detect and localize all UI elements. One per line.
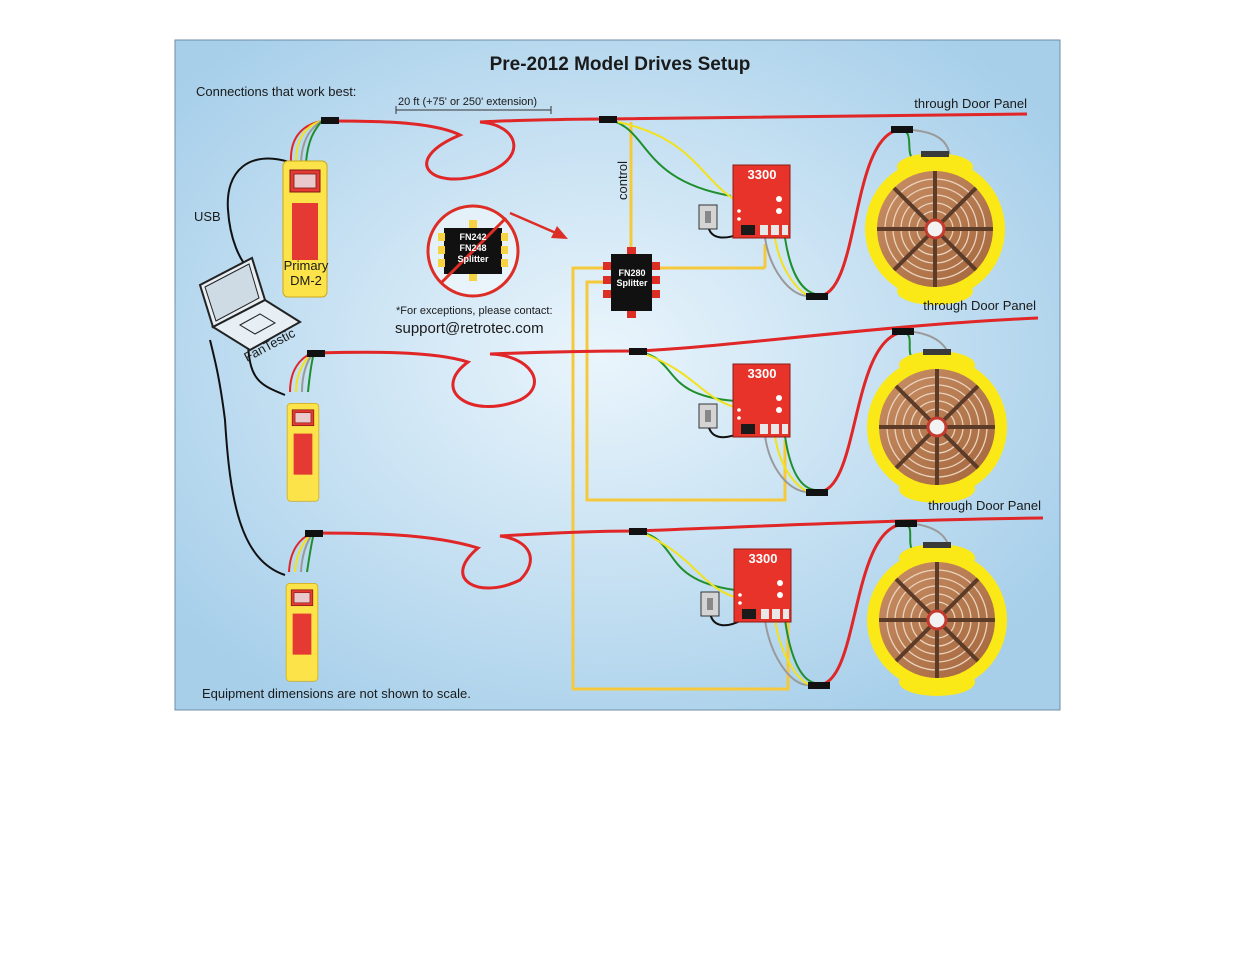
diagram-title: Pre-2012 Model Drives Setup — [490, 54, 751, 75]
exceptions-note: *For exceptions, please contact: — [396, 305, 553, 317]
board-label-3: 3300 — [749, 551, 778, 566]
door-panel-label-3: through Door Panel — [928, 498, 1041, 513]
board-label-2: 3300 — [748, 366, 777, 381]
door-panel-label-1: through Door Panel — [914, 96, 1027, 111]
footnote: Equipment dimensions are not shown to sc… — [202, 686, 471, 701]
old-splitter-line-1: FN242 — [459, 232, 486, 242]
primary-label: Primary — [284, 258, 329, 273]
fn280-splitter — [603, 247, 660, 318]
arrow-icon — [509, 211, 568, 239]
door-panel-label-2: through Door Panel — [923, 298, 1036, 313]
old-splitter-line-2: FN248 — [459, 243, 486, 253]
usb-label: USB — [194, 209, 221, 224]
dm2-gauge-2 — [286, 403, 320, 502]
extension-label: 20 ft (+75' or 250' extension) — [398, 96, 537, 108]
connections-label: Connections that work best: — [196, 84, 356, 99]
power-plug-icon-3 — [700, 591, 720, 617]
power-plug-icon-1 — [698, 204, 718, 230]
usb-cables — [209, 157, 290, 576]
red-cables — [312, 112, 1044, 687]
laptop-icon — [198, 256, 302, 352]
cable-connectors — [305, 116, 917, 689]
fn280-line-1: FN280 — [618, 268, 645, 278]
dm2-label: DM-2 — [290, 273, 322, 288]
fn280-line-2: Splitter — [616, 278, 648, 288]
extension-bracket — [395, 106, 552, 114]
support-email: support@retrotec.com — [395, 320, 544, 337]
dm2-gauge-3 — [285, 582, 319, 682]
control-label: control — [615, 161, 630, 200]
board-label-1: 3300 — [748, 167, 777, 182]
crossed-out-splitter-icon — [426, 204, 520, 298]
old-splitter-line-3: Splitter — [457, 254, 489, 264]
power-plug-icon-2 — [698, 403, 718, 429]
